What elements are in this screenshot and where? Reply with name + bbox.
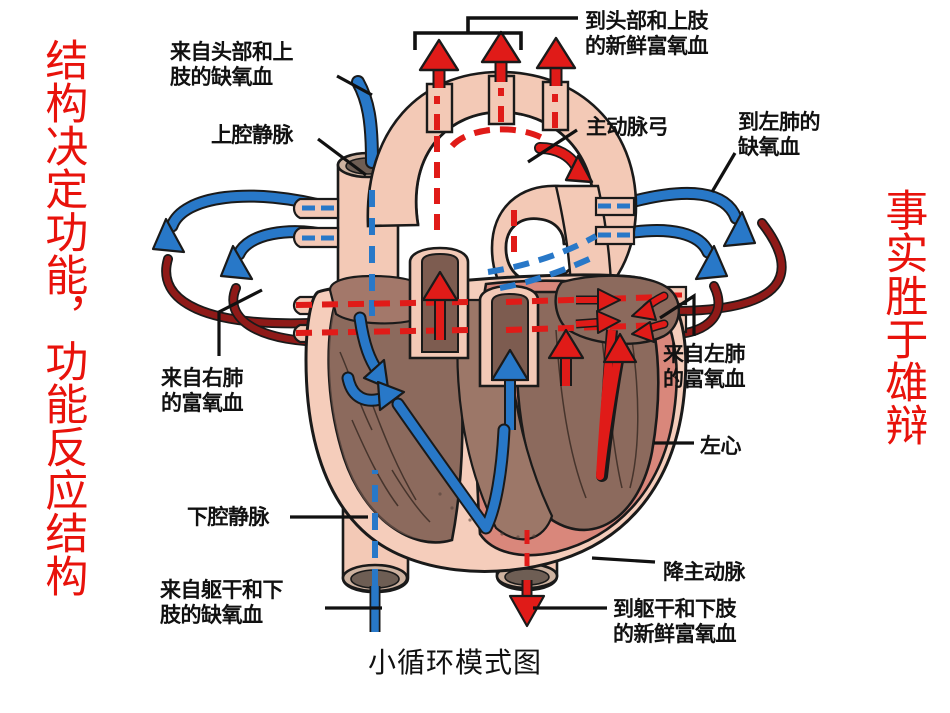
right-motto: 事实胜于雄辩 <box>877 188 928 446</box>
annotation-from-head-upper-limbs-deoxygenated: 来自头部和上 肢的缺氧血 <box>170 40 294 89</box>
annotation-descending-aorta: 降主动脉 <box>663 560 746 584</box>
annotation-from-right-lung-oxygenated: 来自右肺 的富氧血 <box>161 366 244 415</box>
arrows-la-inflow <box>575 288 669 343</box>
arrow-arch-to-descending <box>534 142 594 184</box>
annotation-from-left-lung-oxygenated: 来自左肺 的富氧血 <box>663 342 746 391</box>
annotation-to-left-lung-deoxygenated: 到左肺的 缺氧血 <box>738 110 821 159</box>
annotation-to-head-upper-limbs-oxygenated: 到头部和上肢 的新鲜富氧血 <box>585 9 709 58</box>
arrow-lv-outflow-up <box>421 270 459 340</box>
arrow-rv-outflow-up <box>490 348 530 430</box>
arrow-to-head-right <box>535 36 577 86</box>
arrow-to-head-center <box>480 30 522 82</box>
figure-caption: 小循环模式图 <box>368 646 543 679</box>
left-motto: 结构决定功能，功能反应结构 <box>37 38 88 597</box>
annotation-to-trunk-lower-limbs-oxygenated: 到躯干和下肢 的新鲜富氧血 <box>613 597 737 646</box>
arrow-to-head-left <box>418 38 460 88</box>
annotation-from-trunk-lower-limbs-deoxygenated: 来自躯干和下 肢的缺氧血 <box>160 578 284 627</box>
flow-arrows <box>341 30 669 632</box>
arrow-descending-aorta-down <box>508 580 546 628</box>
annotation-aortic-arch: 主动脉弓 <box>586 115 669 139</box>
heart-body <box>304 246 688 573</box>
arrow-ra-to-rv-loop <box>341 311 511 535</box>
annotation-superior-vena-cava: 上腔静脉 <box>211 123 294 147</box>
leader-lines <box>217 16 737 610</box>
annotation-inferior-vena-cava: 下腔静脉 <box>187 505 270 529</box>
annotation-left-heart: 左心 <box>700 434 742 458</box>
arrow-la-to-lv-loop <box>547 328 638 482</box>
